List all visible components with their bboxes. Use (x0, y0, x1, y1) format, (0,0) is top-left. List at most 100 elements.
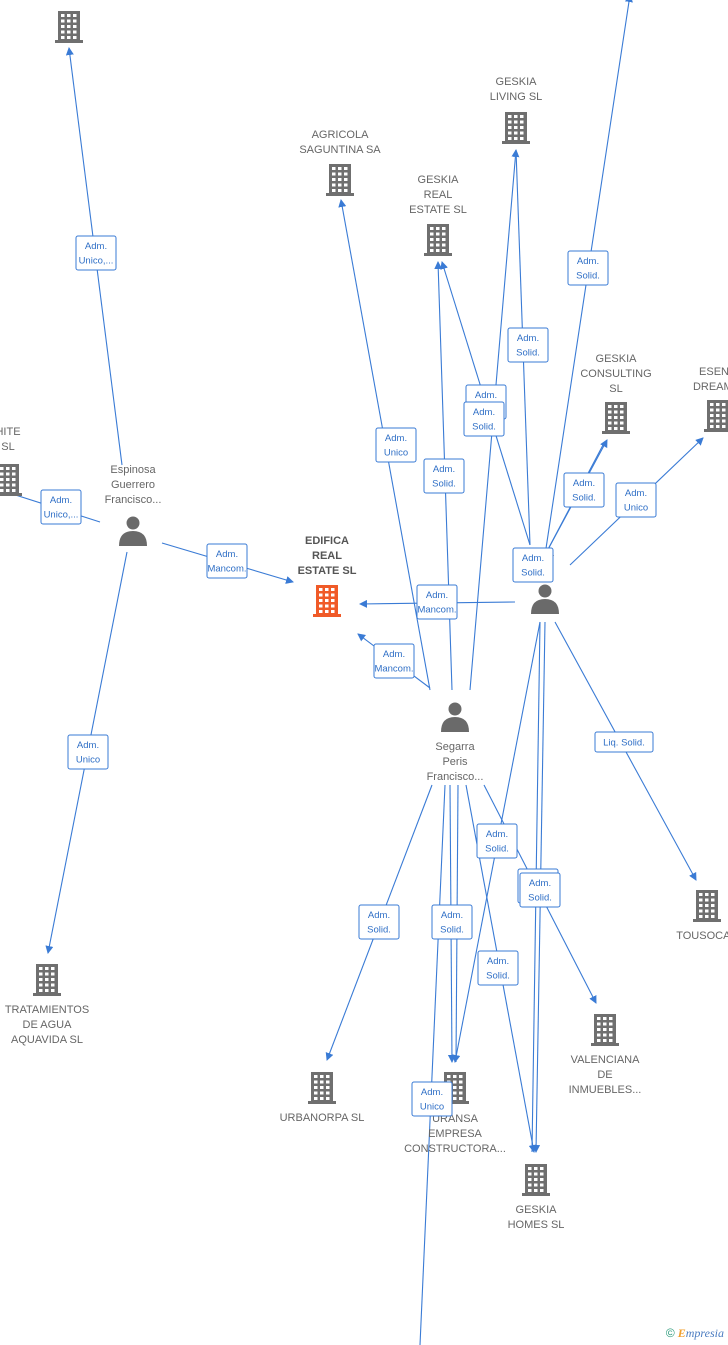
edge-label-box (411, 1081, 453, 1117)
edge-label-e5[interactable]: Adm. Unico (67, 734, 109, 770)
edge-label-text: Adm. (487, 956, 509, 967)
edge-label-text: Adm. (385, 433, 407, 444)
edge-label-e23[interactable]: Adm.Solid. (477, 950, 519, 986)
edge-label-text: Adm. (433, 464, 455, 475)
edge-label-e2[interactable]: Adm.Unico,... (40, 489, 82, 525)
edge-label-box (476, 823, 518, 859)
node-label-line: AQUAVIDA SL (11, 1034, 83, 1046)
building-icon (308, 1072, 336, 1104)
edge-label-e9[interactable]: Adm.Solid. (463, 401, 505, 437)
building-icon (424, 224, 452, 256)
node-label-line: URBANORPA SL (280, 1112, 365, 1124)
building-icon (704, 400, 728, 432)
edge-label-text: Adm. (77, 740, 99, 751)
edge-label-text: Adm. (577, 256, 599, 267)
edge-label-e12[interactable]: Adm.Unico (615, 482, 657, 518)
edge-label-e6[interactable]: Adm. Solid. (567, 250, 609, 286)
node-tratamientos[interactable]: TRATAMIENTOS DE AGUA AQUAVIDA SL (5, 964, 89, 1046)
edge-label-text: Solid. (485, 844, 509, 855)
building-icon (522, 1164, 550, 1196)
edge-label-box (615, 482, 657, 518)
edge-label-text: Adm. (85, 241, 107, 252)
building-icon (326, 164, 354, 196)
edge-label-text: Solid. (440, 925, 464, 936)
node-label-line: Francisco... (427, 771, 484, 783)
node-agricola[interactable]: AGRICOLA SAGUNTINA SA (299, 129, 381, 196)
brand-name: mpresia (685, 1326, 724, 1340)
edge-label-e1[interactable]: Adm. Unico,... (75, 235, 117, 271)
node-label-line: HOMES SL (508, 1219, 565, 1231)
edge-label-text: Adm. (216, 549, 238, 560)
node-label-line: Espinosa (110, 464, 156, 476)
edge-label-e19[interactable]: Adm.Solid. (519, 872, 561, 908)
edge-label-e22[interactable]: Adm.Unico (411, 1081, 453, 1117)
node-label-line: GESKIA (496, 76, 538, 88)
node-white[interactable]: HITESL (0, 426, 22, 496)
node-valenciana[interactable]: VALENCIANADEINMUEBLES... (569, 1014, 642, 1096)
edge-label-text: Adm. (368, 910, 390, 921)
node-top-left-company[interactable] (55, 11, 83, 43)
edge-label-text: Unico,... (44, 510, 79, 521)
edge-label-e13[interactable]: Adm. Solid. (512, 547, 554, 583)
node-label-line: TRATAMIENTOS (5, 1004, 89, 1016)
node-label-line: Francisco... (105, 494, 162, 506)
node-label-line: DE AGUA (23, 1019, 73, 1031)
node-label-line: DE (597, 1069, 612, 1081)
edge-label-text: Adm. (441, 910, 463, 921)
node-label-line: LIVING SL (490, 91, 543, 103)
node-label-line: ESTATE SL (298, 565, 357, 577)
edge-label-text: Solid. (528, 893, 552, 904)
node-urbanorpa[interactable]: URBANORPA SL (280, 1072, 365, 1124)
edge-label-box (75, 235, 117, 271)
node-label-line: SL (1, 441, 14, 453)
edge-label-box (507, 327, 549, 363)
edge-label-text: Adm. (522, 553, 544, 564)
node-label-line: EDIFICA (305, 535, 349, 547)
node-tousocab[interactable]: TOUSOCAB (676, 890, 728, 942)
node-label-line: ESENC (699, 366, 728, 378)
edge-label-e10[interactable]: Adm.Solid. (423, 458, 465, 494)
building-icon (33, 964, 61, 996)
edge-label-text: Solid. (367, 925, 391, 936)
node-label-line: SAGUNTINA SA (299, 144, 381, 156)
edges-layer (0, 0, 704, 1345)
node-label-line: AGRICOLA (312, 129, 370, 141)
edge-label-e17[interactable]: Adm.Solid. (476, 823, 518, 859)
edge-label-text: Adm. (517, 333, 539, 344)
edge-label-box (373, 643, 415, 679)
edge-label-e16[interactable]: Liq. Solid. (594, 731, 654, 753)
footer-brand[interactable]: © Empresia (666, 1326, 724, 1341)
edge-label-text: Mancom. (207, 564, 246, 575)
edge-label-e11[interactable]: Adm.Solid. (563, 472, 605, 508)
edge-label-e7[interactable]: Adm.Solid. (507, 327, 549, 363)
edge-label-box (375, 427, 417, 463)
edge-label-box (206, 543, 248, 579)
building-icon (0, 464, 22, 496)
node-espinosa[interactable]: EspinosaGuerreroFrancisco... (105, 464, 162, 546)
edge-label-e4[interactable]: Adm. Unico (375, 427, 417, 463)
edge-label-text: Solid. (521, 568, 545, 579)
person-icon (531, 584, 559, 614)
edge-label-e20[interactable]: Adm. Solid. (358, 904, 400, 940)
edge-label-e15[interactable]: Adm.Mancom. (373, 643, 415, 679)
node-label-line: GESKIA (596, 353, 638, 365)
edge-label-text: Unico (76, 755, 100, 766)
edge-label-text: Solid. (576, 271, 600, 282)
node-geskia-living[interactable]: GESKIA LIVING SL (490, 76, 543, 144)
edge-label-e21[interactable]: Adm. Solid. (431, 904, 473, 940)
node-segarra[interactable]: SegarraPerisFrancisco... (427, 702, 484, 784)
edge-label-text: Mancom. (374, 664, 413, 675)
edge-label-box (463, 401, 505, 437)
node-esenc[interactable]: ESENCDREAMEI (693, 366, 728, 432)
edge-label-text: Adm. (573, 478, 595, 489)
node-label-line: VALENCIANA (571, 1054, 641, 1066)
edge-label-e3[interactable]: Adm. Mancom. (206, 543, 248, 579)
edge-label-text: Unico (384, 448, 408, 459)
edge-label-text: Unico,... (79, 256, 114, 267)
edge-label-e14[interactable]: Adm.Mancom. (416, 584, 458, 620)
